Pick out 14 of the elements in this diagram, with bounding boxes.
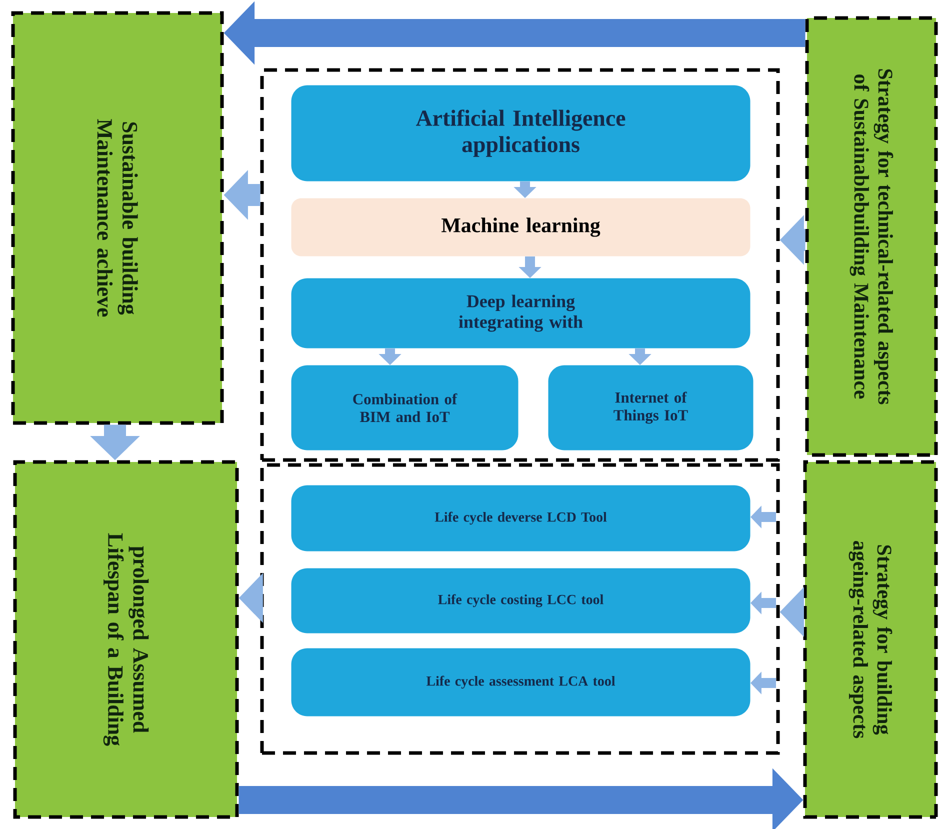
dashed-frame [260, 68, 780, 462]
strategy-box: prolonged Assumed Lifespan of a Building [13, 460, 239, 819]
process-box: Life cycle deverse LCD Tool [291, 485, 750, 552]
process-box: Artificial Intelligence applications [291, 85, 750, 182]
process-box: Combination of BIM and IoT [291, 365, 518, 450]
process-box: Machine learning [291, 198, 750, 256]
strategy-box: Strategy for building ageing-related aspects [803, 460, 938, 819]
process-box: Deep learning integrating with [291, 278, 750, 348]
process-box: Internet of Things IoT [548, 365, 754, 450]
strategy-box: Sustainable building Maintenance achieve [11, 11, 224, 425]
process-box: Life cycle costing LCC tool [291, 568, 750, 634]
strategy-box: Strategy for technical-related aspects of Sustainablebuilding Maintenance [805, 16, 938, 457]
process-box: Life cycle assessment LCA tool [291, 648, 750, 716]
dashed-frame [260, 463, 780, 755]
